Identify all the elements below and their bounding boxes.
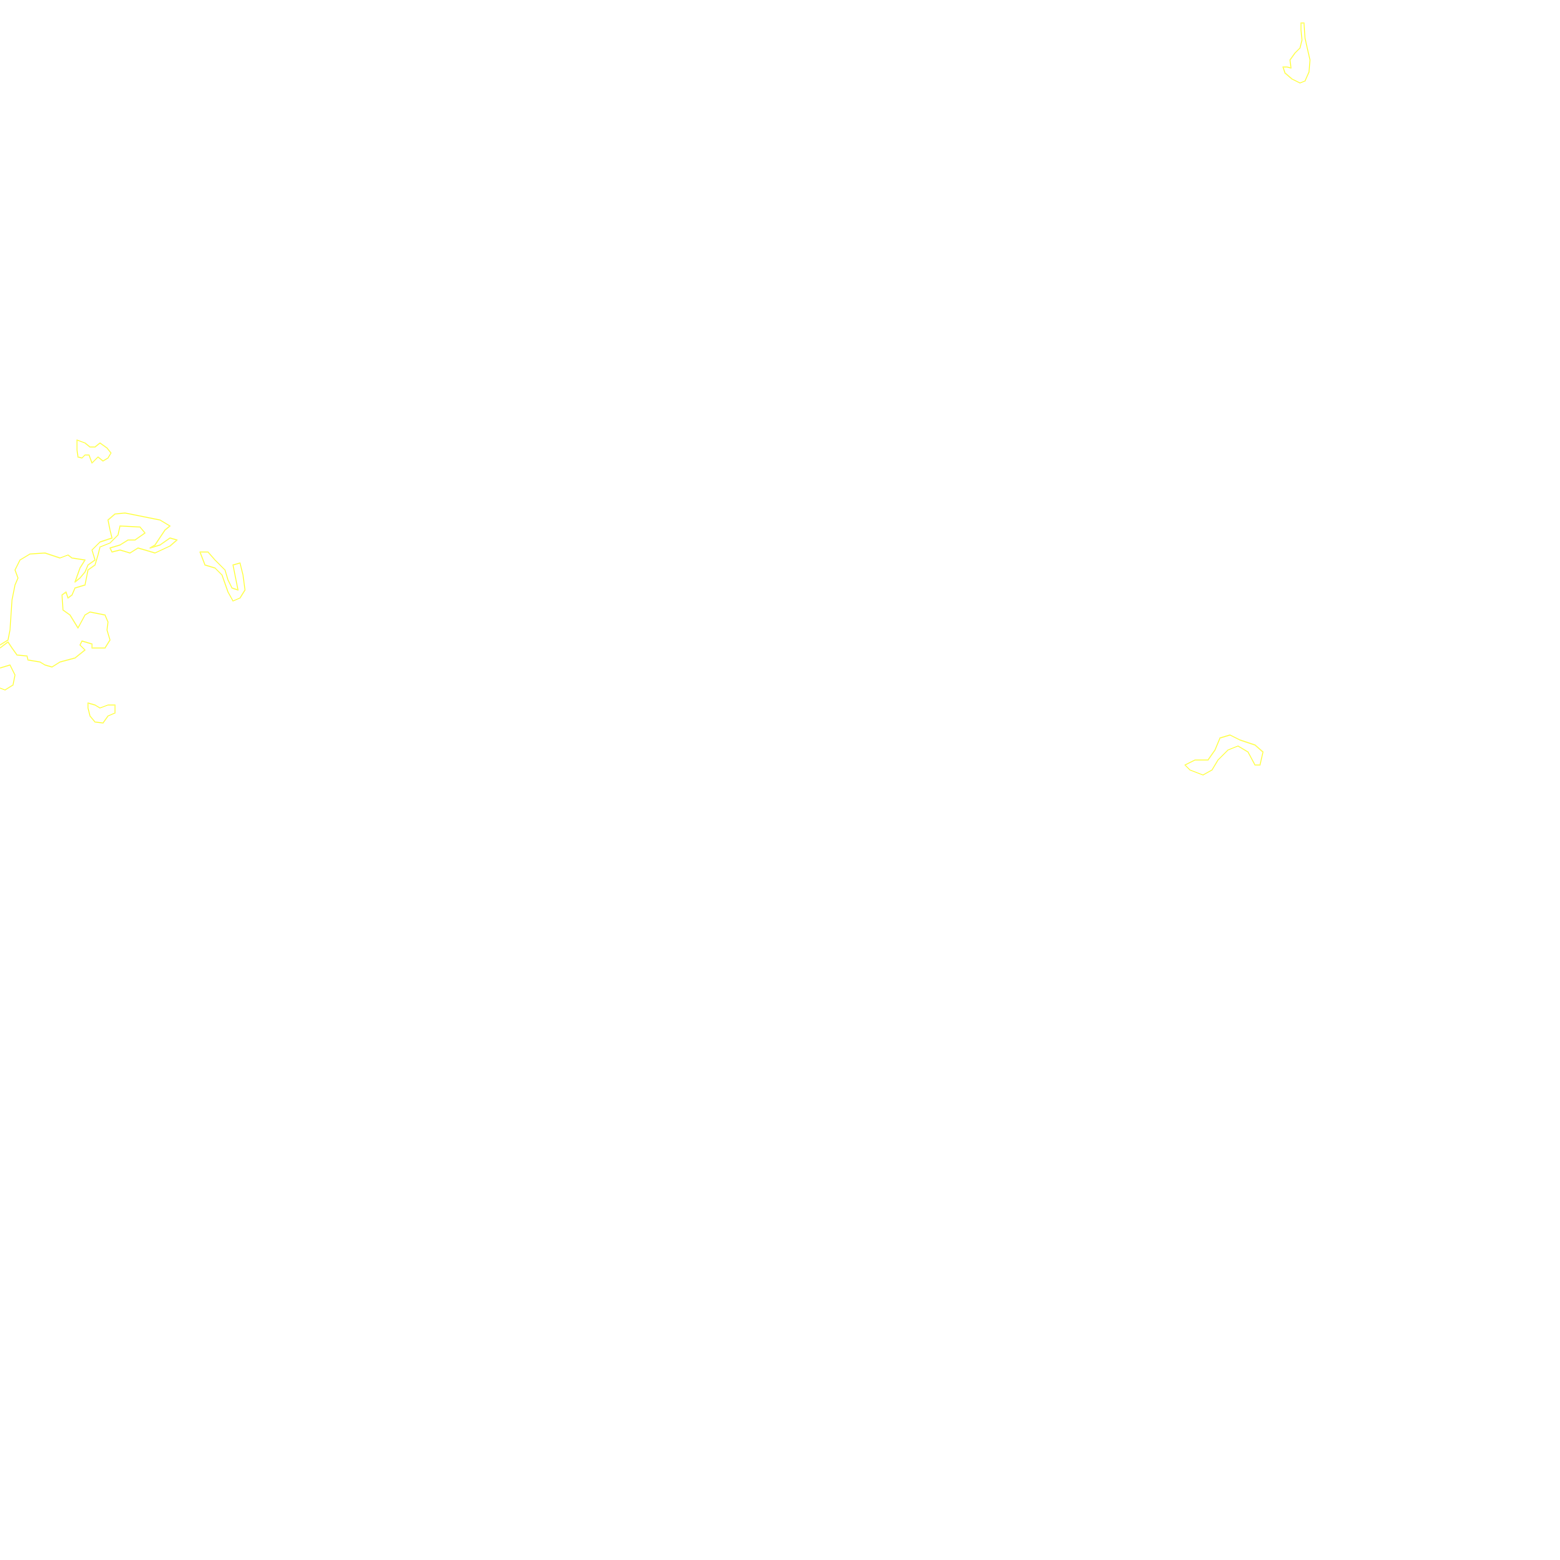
island-outline-northeast [1282, 22, 1311, 84]
island-outline-small-north [76, 439, 112, 464]
island-outline-east-of-cluster [199, 551, 246, 602]
island-outline-west-edge [0, 664, 16, 691]
island-outline-southeast [1184, 734, 1264, 776]
island-outline-main [0, 512, 178, 668]
island-outline-small-south [87, 702, 116, 724]
